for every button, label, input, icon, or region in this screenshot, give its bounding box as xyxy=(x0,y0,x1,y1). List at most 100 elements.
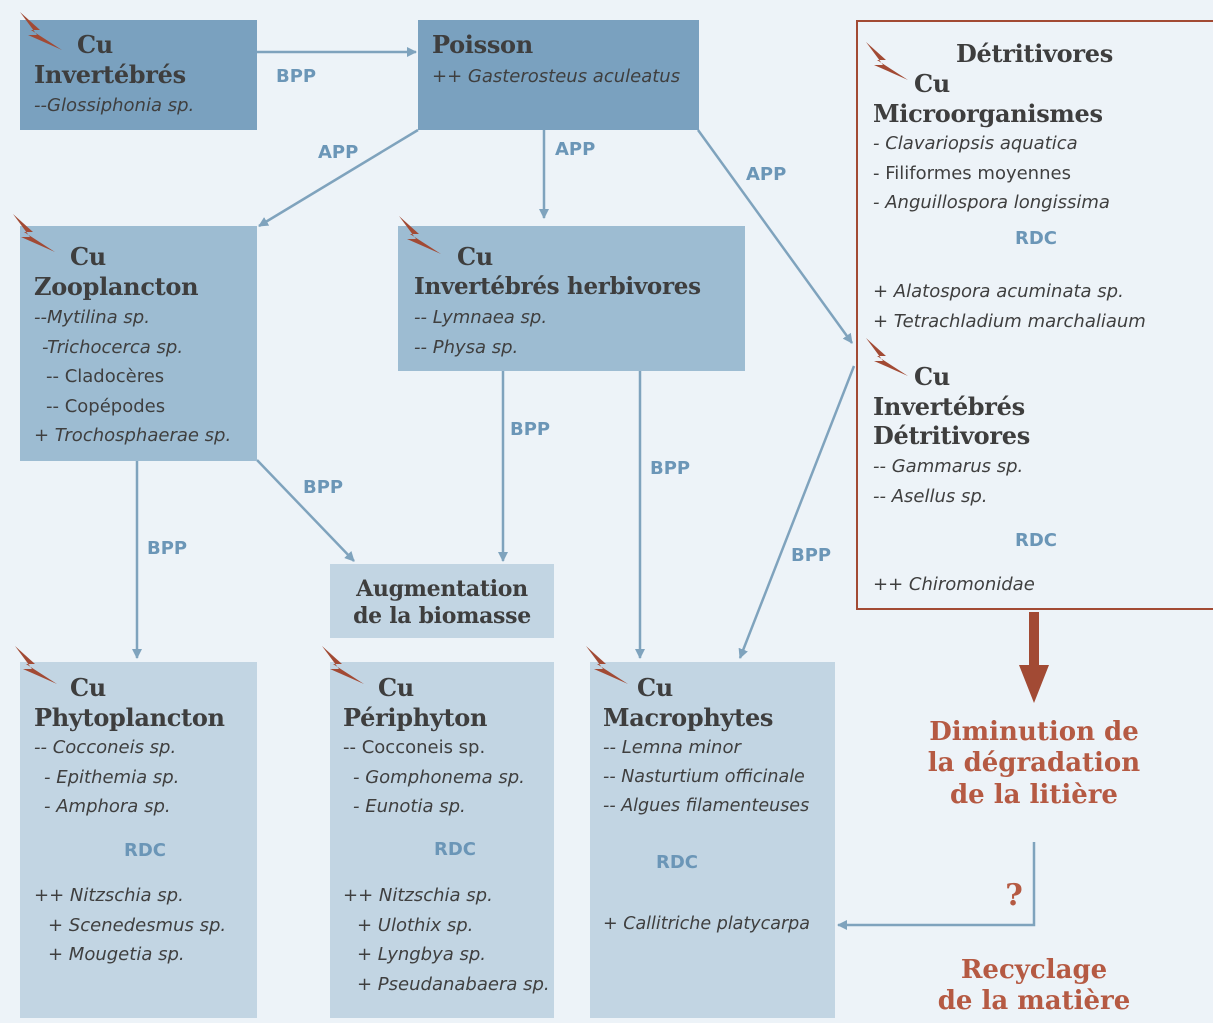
cu-label: Cu xyxy=(378,673,414,702)
species-line: ++ Nitzschia sp. xyxy=(34,885,184,906)
rdc-label: RDC xyxy=(1015,228,1058,249)
species-line: - Filiformes moyennes xyxy=(873,162,1071,184)
species-list: -- Lemna minor -- Nasturtium officinale … xyxy=(603,733,809,822)
species-list: -- Cocconeis sp. - Gomphonema sp. - Euno… xyxy=(343,733,525,822)
species-line: -- Copépodes xyxy=(46,395,166,417)
diminution-line-1: Diminution de xyxy=(929,717,1139,747)
detritivores-header: Détritivores xyxy=(956,39,1113,68)
species-line: -- Cocconeis sp. xyxy=(34,737,177,758)
box-herbivores xyxy=(398,226,745,371)
box-title: Macrophytes xyxy=(603,703,774,732)
species-line: -- Algues filamenteuses xyxy=(603,796,810,816)
rdc-label: RDC xyxy=(434,839,477,860)
arrow-zoo-biomasse xyxy=(256,459,355,562)
app-label: APP xyxy=(555,139,596,160)
species-line: --Glossiphonia sp. xyxy=(34,95,195,116)
question-mark: ? xyxy=(1005,878,1023,913)
species-list: ++ Nitzschia sp. + Ulothix sp. + Lyngbya… xyxy=(343,881,550,999)
box-title: Périphyton xyxy=(343,703,488,732)
arrow-litiere-macro xyxy=(837,842,1036,930)
bpp-label: BPP xyxy=(510,419,551,440)
recyclage-line-1: Recyclage xyxy=(960,955,1108,985)
box-title: Invertébrés herbivores xyxy=(414,273,701,300)
copper-bolt-icon xyxy=(862,40,912,84)
rdc-label: RDC xyxy=(124,840,167,861)
box-zooplancton xyxy=(20,226,257,461)
bpp-label: BPP xyxy=(276,66,317,87)
species-list: + Alatospora acuminata sp. + Tetrachladi… xyxy=(873,277,1146,336)
species-line: -- Cladocères xyxy=(46,366,165,387)
species-line: + Ulothix sp. xyxy=(357,914,474,936)
biomasse-title-2: de la biomasse xyxy=(353,603,531,629)
species-line: - Amphora sp. xyxy=(44,796,171,817)
species-line: + Scenedesmus sp. xyxy=(48,914,227,936)
cu-label: Cu xyxy=(914,69,950,98)
species-line: -- Asellus sp. xyxy=(873,485,988,507)
box-invertebres xyxy=(20,20,257,130)
rdc-label: RDC xyxy=(656,852,699,873)
species-line: + Callitriche platycarpa xyxy=(603,914,811,934)
box-biomasse xyxy=(330,564,554,638)
box-title: Poisson xyxy=(432,30,533,59)
species-line: --Mytilina sp. xyxy=(34,307,150,328)
cu-label: Cu xyxy=(637,673,673,702)
species-line: -- Physa sp. xyxy=(414,336,519,358)
species-line: - Eunotia sp. xyxy=(353,796,466,817)
red-arrow-diminution xyxy=(1019,612,1049,703)
box-title: Invertébrés xyxy=(34,60,186,89)
rdc-label: RDC xyxy=(1015,530,1058,551)
box-poisson xyxy=(418,20,699,130)
species-list: ++ Nitzschia sp. + Scenedesmus sp. + Mou… xyxy=(34,881,226,970)
box-title: Détritivores xyxy=(873,421,1030,450)
cu-label: Cu xyxy=(70,242,106,271)
species-line: - Anguillospora longissima xyxy=(873,192,1110,213)
copper-bolt-icon xyxy=(11,644,61,688)
app-label: APP xyxy=(318,142,359,163)
bpp-label: BPP xyxy=(650,458,691,479)
box-title: Phytoplancton xyxy=(34,703,225,732)
box-title: Invertébrés xyxy=(873,392,1025,421)
species-line: + Alatospora acuminata sp. xyxy=(873,281,1124,302)
copper-bolt-icon xyxy=(862,336,912,380)
copper-bolt-icon xyxy=(318,644,368,688)
box-phytoplancton xyxy=(20,662,257,1018)
species-list: -- Cocconeis sp. - Epithemia sp. - Ampho… xyxy=(34,733,179,822)
app-label: APP xyxy=(746,164,787,185)
species-line: ++ Chiromonidae xyxy=(873,574,1035,595)
box-title: Zooplancton xyxy=(34,272,199,301)
species-line: -- Nasturtium officinale xyxy=(603,766,805,787)
species-line: - Epithemia sp. xyxy=(44,766,180,788)
recyclage-line-2: de la matière xyxy=(937,986,1131,1016)
species-line: -- Lemna minor xyxy=(603,737,741,758)
species-line: - Clavariopsis aquatica xyxy=(873,133,1078,154)
arrow-poisson-detritivores xyxy=(696,129,854,344)
cu-label: Cu xyxy=(914,362,950,391)
bpp-label: BPP xyxy=(791,545,832,566)
box-macrophytes xyxy=(590,662,835,1018)
species-line: + Tetrachladium marchaliaum xyxy=(873,310,1146,332)
species-line: + Trochosphaerae sp. xyxy=(34,425,232,446)
copper-bolt-icon xyxy=(582,644,632,688)
species-line: -- Cocconeis sp. xyxy=(343,737,486,758)
species-line: ++ Gasterosteus aculeatus xyxy=(432,66,681,87)
species-line: + Pseudanabaera sp. xyxy=(357,973,550,995)
copper-bolt-icon xyxy=(16,10,66,54)
diminution-line-3: de la litière xyxy=(950,780,1118,810)
arrow-poisson-zooplancton xyxy=(258,128,419,228)
diminution-line-2: la dégradation xyxy=(927,748,1141,778)
box-title: Microorganismes xyxy=(873,99,1103,128)
species-list: -- Gammarus sp. -- Asellus sp. xyxy=(873,452,1023,511)
species-list: -- Lymnaea sp. -- Physa sp. xyxy=(414,303,547,362)
cu-label: Cu xyxy=(70,673,106,702)
copper-bolt-icon xyxy=(9,212,59,256)
species-line: ++ Nitzschia sp. xyxy=(343,885,493,906)
box-periphyton xyxy=(330,662,554,1018)
species-line: -Trichocerca sp. xyxy=(42,336,184,358)
species-line: + Mougetia sp. xyxy=(48,944,185,965)
biomasse-title-1: Augmentation xyxy=(356,576,528,602)
cu-label: Cu xyxy=(457,242,493,271)
cu-label: Cu xyxy=(77,30,113,59)
box-detritivores xyxy=(856,20,1213,610)
species-line: + Lyngbya sp. xyxy=(357,944,487,965)
arrow-detrit-macro xyxy=(738,365,856,659)
